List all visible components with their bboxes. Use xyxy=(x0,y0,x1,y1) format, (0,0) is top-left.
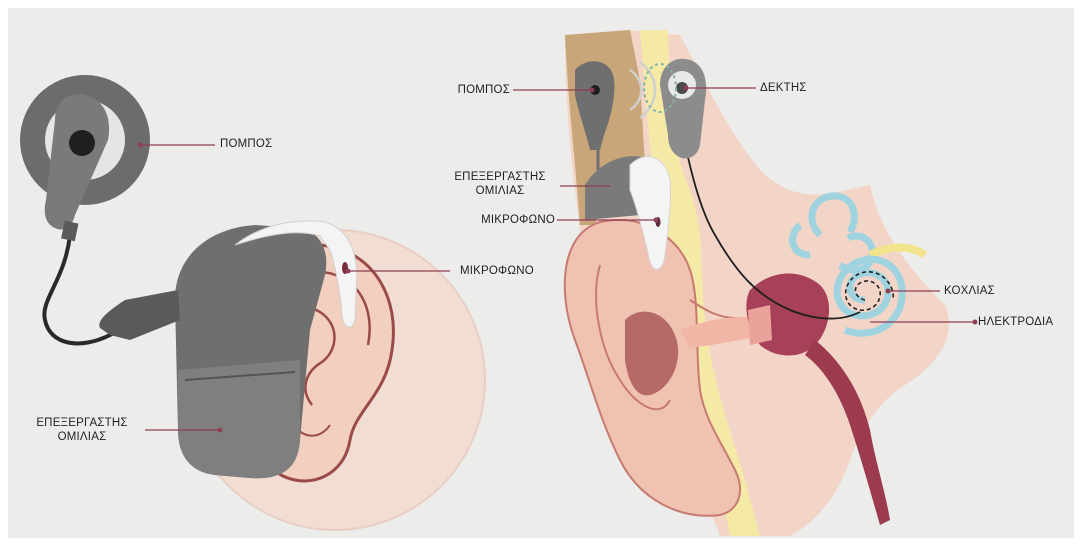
right-microphone-dot xyxy=(654,218,659,223)
left-processor-dot xyxy=(218,428,223,433)
left-transmitter-label: ΠΟΜΠΟΣ xyxy=(220,137,272,151)
left-processor-label: ΕΠΕΞΕΡΓΑΣΤΗΣ ΟΜΙΛΙΑΣ xyxy=(22,416,142,444)
right-processor-label: ΕΠΕΞΕΡΓΑΣΤΗΣ ΟΜΙΛΙΑΣ xyxy=(440,170,560,198)
right-transmitter-label: ΠΟΜΠΟΣ xyxy=(410,83,510,97)
right-electrodes-label: ΗΛΕΚΤΡΟΔΙΑ xyxy=(978,315,1053,329)
right-electrodes-dot xyxy=(973,320,978,325)
right-receiver-label: ΔΕΚΤΗΣ xyxy=(760,81,807,95)
right-figure xyxy=(513,30,978,536)
right-receiver-dot xyxy=(684,86,689,91)
left-transmitter-dot xyxy=(138,143,143,148)
right-cochlea-dot xyxy=(886,289,891,294)
right-transmitter-dot xyxy=(590,88,595,93)
right-cochlea-label: ΚΟΧΛΙΑΣ xyxy=(944,284,995,298)
left-microphone-dot xyxy=(346,269,351,274)
right-microphone-label: ΜΙΚΡΟΦΩΝΟ xyxy=(440,213,555,227)
left-transmitter-coil xyxy=(20,75,150,241)
left-microphone-label: ΜΙΚΡΟΦΩΝΟ xyxy=(460,264,534,278)
